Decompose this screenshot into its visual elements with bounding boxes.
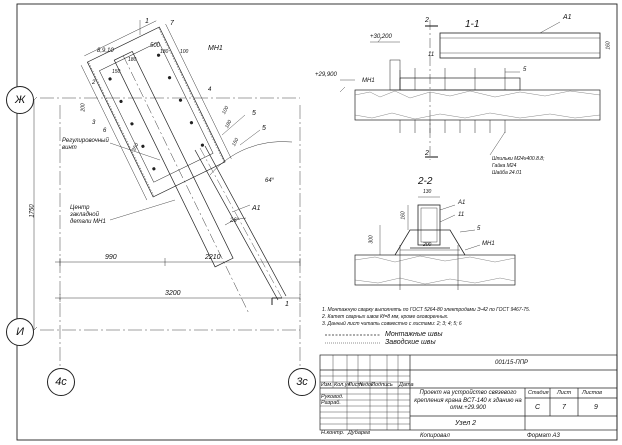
section-11-a1: А1: [563, 14, 572, 21]
legend-factory: Заводские швы: [385, 339, 436, 346]
dim-200: 200: [80, 103, 87, 112]
col-koluch: Кол.уч: [334, 382, 351, 388]
dim-100: 100: [180, 49, 189, 55]
axis-marker-3c: 3с: [288, 368, 316, 396]
section-11-160: 160: [605, 41, 612, 50]
section-22-mn1: МН1: [482, 241, 495, 247]
project-title: Проект на устройство связевого крепления…: [414, 390, 522, 411]
section-11-title: 1-1: [465, 19, 480, 30]
label-3: 3: [92, 120, 96, 126]
stage-value: С: [535, 404, 541, 411]
footer-format: Формат А3: [527, 433, 560, 439]
label-2: 2: [92, 80, 96, 86]
section-22-title: 2-2: [418, 176, 433, 187]
label-8910: 8,9,10: [97, 48, 114, 54]
row-razrab: Разраб.: [321, 400, 341, 406]
node-name: Узел 2: [455, 420, 477, 427]
stage-header: Стадия: [528, 390, 549, 396]
general-notes: 1. Монтажную сварку выполнять по ГОСТ 52…: [322, 308, 530, 327]
note-line: 1. Монтажную сварку выполнять по ГОСТ 52…: [322, 307, 531, 313]
legend-mounting: Монтажные швы: [385, 331, 443, 338]
bolt-note-3: Шайба 24.01: [492, 170, 522, 176]
title-code: 001/15-ППР: [495, 360, 529, 366]
label-6: 6: [103, 128, 107, 134]
bolt-note-1: Шпильки М24х400.8.8;: [492, 156, 545, 162]
dim-150: 150: [112, 69, 121, 75]
label-5b: 5: [262, 125, 266, 132]
row-nkontr-name: Дубарев: [348, 430, 370, 436]
col-izm: Изм.: [321, 382, 333, 388]
angle-26: 26°: [230, 218, 240, 224]
section-22-dim-200: 200: [423, 242, 432, 248]
section-11-2-bot: 2: [425, 150, 429, 157]
dim-3200: 3200: [165, 290, 181, 297]
axis-marker-i: И: [6, 318, 34, 346]
section-11-11: 11: [428, 52, 435, 58]
section-11-mn1: МН1: [362, 78, 375, 84]
label-1-bottom: 1: [285, 301, 289, 308]
section-22-11: 11: [458, 212, 465, 218]
label-1-top: 1: [145, 18, 149, 25]
angle-64: 64°: [265, 178, 275, 184]
dim-180a: 180: [128, 57, 137, 63]
sheets-value: 9: [594, 404, 598, 411]
label-4: 4: [208, 87, 212, 93]
section-11-5: 5: [523, 67, 527, 73]
label-a1-plan: А1: [252, 205, 261, 212]
section-22-dim-300: 300: [368, 235, 375, 244]
section-11-2-top: 2: [425, 17, 429, 24]
sheets-header: Листов: [582, 390, 603, 396]
sheet-value: 7: [562, 404, 566, 411]
section-22-dim-160: 160: [400, 211, 407, 220]
row-nkontr: Н.контр.: [321, 430, 345, 436]
col-data: Дата: [399, 382, 414, 388]
dim-1750: 1750: [29, 204, 36, 218]
label-7: 7: [170, 20, 174, 27]
level-30200: +30,200: [370, 34, 392, 40]
section-22-dim-130: 130: [423, 189, 432, 195]
note-adjust-screw: Регулировочный винт: [62, 138, 109, 152]
note-center-mn1: Центр закладной детали МН1: [70, 205, 106, 226]
col-list: Лист: [348, 382, 363, 388]
dim-990: 990: [105, 254, 117, 261]
section-22-5: 5: [477, 226, 481, 232]
bolt-note-2: Гайка М24: [492, 163, 517, 169]
level-29900: +29,900: [315, 72, 337, 78]
note-line: 3. Данный лист читать совместно с листам…: [322, 321, 462, 327]
dim-2210: 2210: [205, 254, 221, 261]
section-22-a1: А1: [458, 200, 466, 206]
col-podpis: Подпись: [371, 382, 393, 388]
dim-180b: 180: [160, 49, 169, 55]
sheet-header: Лист: [557, 390, 572, 396]
axis-marker-4c: 4с: [47, 368, 75, 396]
footer-copied: Копировал: [420, 433, 450, 439]
note-line: 2. Катет сварных швов Кf=8 мм, кроме ого…: [322, 314, 449, 320]
dim-500: 500: [150, 43, 161, 49]
label-5a: 5: [252, 110, 256, 117]
label-mn1-plan: МН1: [208, 45, 223, 52]
axis-marker-zh: Ж: [6, 86, 34, 114]
col-ndok: №док: [359, 382, 374, 388]
row-rukovod: Руковод.: [321, 394, 344, 400]
